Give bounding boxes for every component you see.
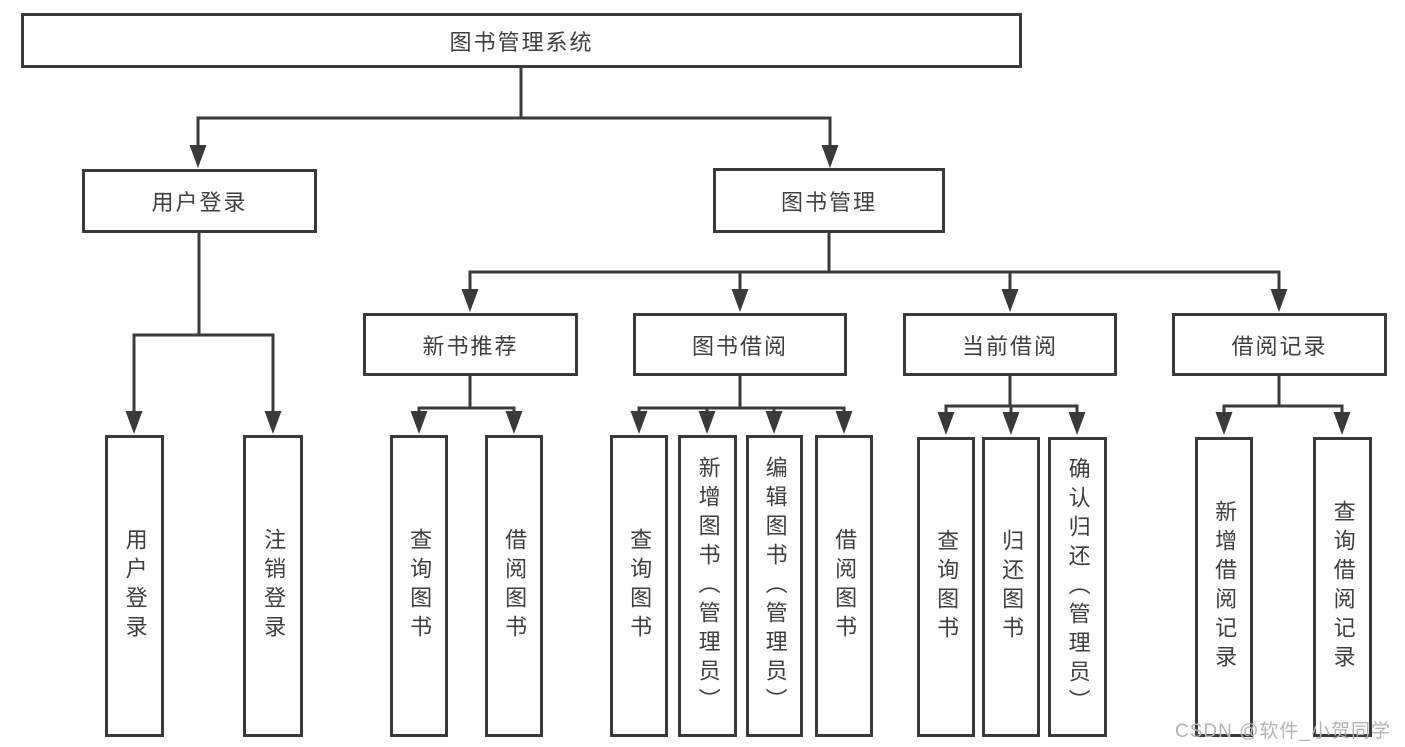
arrow-down-icon bbox=[264, 411, 282, 434]
node-root: 图书管理系统 bbox=[21, 13, 1022, 68]
node-root-label: 图书管理系统 bbox=[449, 29, 594, 55]
leaf-add-book-admin: 新增图书（管理员） bbox=[678, 435, 737, 737]
leaf-borrow-book-recommend-label: 借阅图书 bbox=[502, 528, 528, 644]
node-user-login: 用户登录 bbox=[82, 169, 317, 233]
leaf-logout-label: 注销登录 bbox=[261, 528, 287, 644]
leaf-user-login: 用户登录 bbox=[105, 435, 164, 737]
leaf-query-book-current: 查询图书 bbox=[917, 437, 975, 737]
watermark: CSDN @软件_小贺同学 bbox=[1175, 721, 1391, 742]
leaf-borrow-book-label: 借阅图书 bbox=[832, 528, 858, 644]
arrow-down-icon bbox=[410, 411, 428, 434]
node-book-management-label: 图书管理 bbox=[780, 189, 877, 215]
arrow-down-icon bbox=[698, 411, 716, 434]
arrow-down-icon bbox=[630, 411, 648, 434]
node-borrowing-records: 借阅记录 bbox=[1172, 313, 1387, 376]
leaf-add-borrow-record-label: 新增借阅记录 bbox=[1212, 500, 1238, 674]
leaf-confirm-return-admin-label: 确认归还（管理员） bbox=[1065, 456, 1091, 718]
leaf-query-book-recommend: 查询图书 bbox=[390, 435, 448, 737]
arrowheads bbox=[125, 145, 1351, 435]
leaf-logout: 注销登录 bbox=[243, 435, 303, 737]
leaf-query-book-current-label: 查询图书 bbox=[934, 529, 960, 645]
leaf-edit-book-admin: 编辑图书（管理员） bbox=[746, 435, 803, 737]
leaf-add-borrow-record: 新增借阅记录 bbox=[1195, 437, 1253, 737]
arrow-down-icon bbox=[731, 289, 749, 312]
arrow-down-icon bbox=[1001, 289, 1019, 312]
leaf-user-login-label: 用户登录 bbox=[122, 528, 148, 644]
arrow-down-icon bbox=[125, 411, 143, 434]
arrow-down-icon bbox=[505, 411, 523, 434]
node-user-login-label: 用户登录 bbox=[151, 190, 248, 215]
leaf-query-borrow-record-label: 查询借阅记录 bbox=[1330, 500, 1356, 674]
arrow-down-icon bbox=[937, 412, 955, 435]
node-book-management: 图书管理 bbox=[713, 168, 945, 233]
node-borrowing-records-label: 借阅记录 bbox=[1231, 333, 1328, 359]
leaf-query-book-recommend-label: 查询图书 bbox=[407, 528, 433, 644]
arrow-down-icon bbox=[835, 411, 853, 434]
node-new-book-recommend: 新书推荐 bbox=[363, 313, 578, 376]
leaf-query-borrow-record: 查询借阅记录 bbox=[1313, 437, 1372, 737]
leaf-return-book: 归还图书 bbox=[982, 437, 1040, 737]
arrow-down-icon bbox=[189, 145, 207, 168]
leaf-return-book-label: 归还图书 bbox=[999, 529, 1025, 645]
leaf-confirm-return-admin: 确认归还（管理员） bbox=[1048, 437, 1107, 737]
arrow-down-icon bbox=[821, 145, 839, 168]
arrow-down-icon bbox=[461, 289, 479, 312]
node-current-borrowing: 当前借阅 bbox=[903, 313, 1117, 376]
arrow-down-icon bbox=[765, 411, 783, 434]
arrow-down-icon bbox=[1215, 412, 1233, 435]
arrow-down-icon bbox=[1333, 412, 1351, 435]
leaf-edit-book-admin-label: 编辑图书（管理员） bbox=[762, 455, 788, 717]
node-new-book-recommend-label: 新书推荐 bbox=[422, 333, 519, 359]
leaf-query-book-borrowing-label: 查询图书 bbox=[627, 528, 653, 644]
arrow-down-icon bbox=[1002, 412, 1020, 435]
leaf-add-book-admin-label: 新增图书（管理员） bbox=[695, 455, 721, 717]
leaf-borrow-book-recommend: 借阅图书 bbox=[485, 435, 543, 737]
leaf-query-book-borrowing: 查询图书 bbox=[610, 435, 668, 737]
node-book-borrowing: 图书借阅 bbox=[633, 313, 847, 376]
arrow-down-icon bbox=[1270, 289, 1288, 312]
node-book-borrowing-label: 图书借阅 bbox=[691, 333, 788, 359]
node-current-borrowing-label: 当前借阅 bbox=[961, 333, 1058, 359]
leaf-borrow-book: 借阅图书 bbox=[815, 435, 873, 737]
arrow-down-icon bbox=[1068, 412, 1086, 435]
